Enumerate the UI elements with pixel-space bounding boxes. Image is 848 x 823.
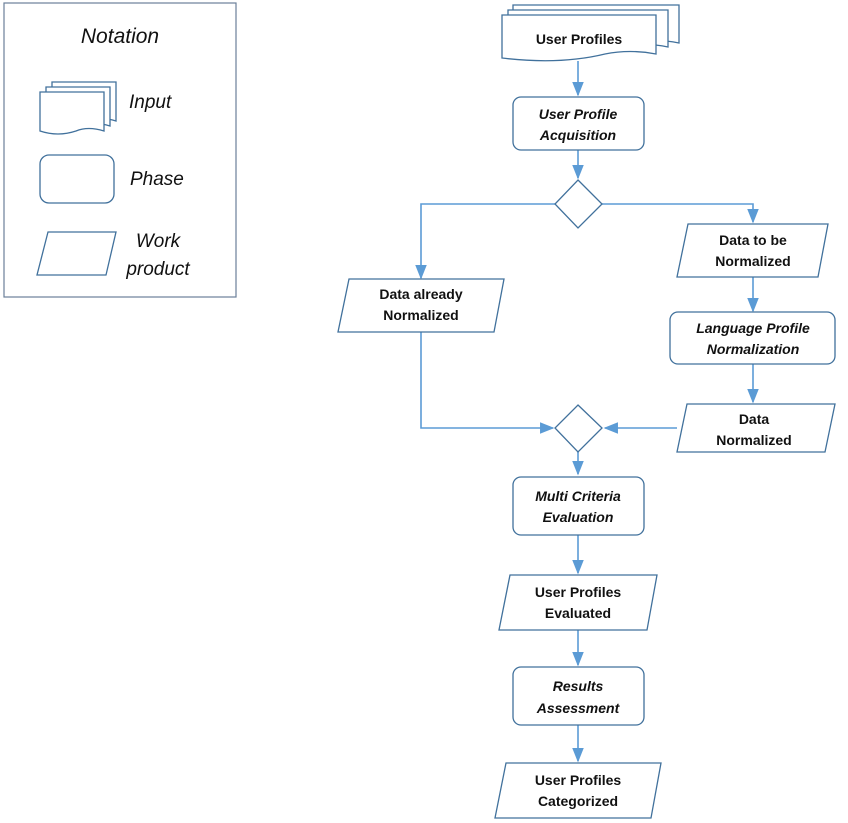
work-product-data-normalized: Data Normalized bbox=[676, 403, 836, 453]
categorized-label-line2: Categorized bbox=[538, 793, 618, 809]
arrow-already-normalized-to-merge bbox=[420, 332, 555, 434]
legend-input-label: Input bbox=[129, 92, 172, 113]
evaluated-label-line1: User Profiles bbox=[535, 584, 622, 600]
evaluation-label-line2: Evaluation bbox=[543, 509, 614, 525]
work-product-user-profiles-categorized: User Profiles Categorized bbox=[494, 762, 662, 819]
results-label-line2: Assessment bbox=[536, 700, 621, 716]
legend-work-product-icon bbox=[36, 231, 117, 276]
already-normalized-label-line2: Normalized bbox=[383, 307, 458, 323]
phase-language-profile-normalization: Language Profile Normalization bbox=[669, 311, 836, 365]
legend-box bbox=[3, 2, 237, 298]
work-product-user-profiles-evaluated: User Profiles Evaluated bbox=[498, 574, 658, 631]
arrow-decision-to-data-to-be-normalized bbox=[602, 203, 759, 224]
legend-phase-icon bbox=[39, 154, 115, 204]
evaluation-label-line1: Multi Criteria bbox=[535, 488, 621, 504]
acquisition-label-line2: Acquisition bbox=[539, 127, 616, 143]
language-normalization-label-line1: Language Profile bbox=[696, 320, 810, 336]
decision-merge-diamond bbox=[554, 404, 603, 453]
to-be-normalized-label-line2: Normalized bbox=[715, 253, 790, 269]
user-profiles-input: User Profiles bbox=[501, 4, 680, 62]
results-label-line1: Results bbox=[553, 678, 604, 694]
decision-split-diamond bbox=[554, 179, 603, 229]
categorized-label-line1: User Profiles bbox=[535, 772, 622, 788]
acquisition-label-line1: User Profile bbox=[539, 106, 618, 122]
phase-user-profile-acquisition: User Profile Acquisition bbox=[512, 96, 645, 151]
work-product-data-to-be-normalized: Data to be Normalized bbox=[676, 223, 829, 278]
legend-phase-label: Phase bbox=[130, 169, 184, 190]
connectors bbox=[415, 61, 759, 763]
evaluated-label-line2: Evaluated bbox=[545, 605, 611, 621]
notation-legend: Notation Input Phase Work product bbox=[3, 2, 237, 298]
phase-multi-criteria-evaluation: Multi Criteria Evaluation bbox=[512, 476, 645, 536]
legend-work-product-label-line1: Work bbox=[136, 231, 182, 252]
user-profiles-label: User Profiles bbox=[536, 31, 623, 47]
legend-title: Notation bbox=[81, 25, 159, 48]
phase-results-assessment: Results Assessment bbox=[512, 666, 645, 726]
language-normalization-label-line2: Normalization bbox=[707, 341, 800, 357]
work-product-data-already-normalized: Data already Normalized bbox=[337, 278, 505, 333]
data-normalized-label-line2: Normalized bbox=[716, 432, 791, 448]
data-normalized-label-line1: Data bbox=[739, 411, 770, 427]
legend-work-product-label-line2: product bbox=[125, 259, 190, 280]
arrow-decision-to-already-normalized bbox=[415, 203, 555, 280]
to-be-normalized-label-line1: Data to be bbox=[719, 232, 787, 248]
already-normalized-label-line1: Data already bbox=[379, 286, 462, 302]
legend-input-icon bbox=[39, 81, 117, 135]
